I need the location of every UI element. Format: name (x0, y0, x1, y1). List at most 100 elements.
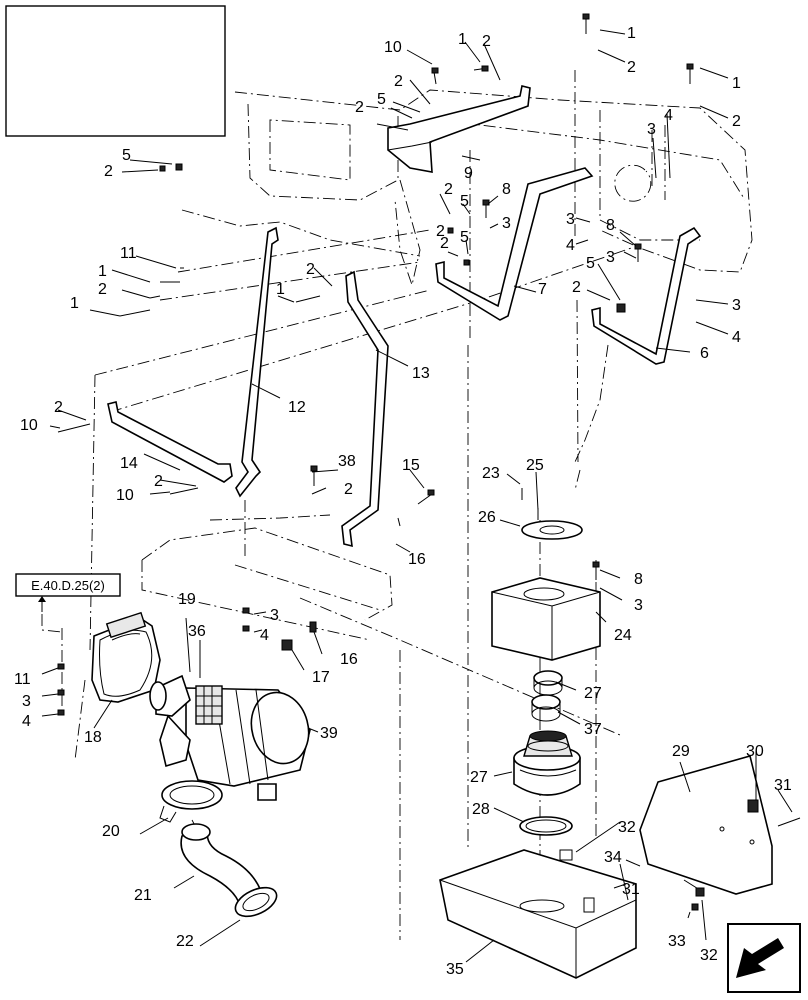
callout: 2 (355, 99, 364, 116)
callout: 2 (54, 399, 63, 416)
callout: 12 (288, 399, 306, 416)
callout: 4 (664, 107, 673, 124)
callout: 2 (482, 33, 491, 50)
callout: 2 (572, 279, 581, 296)
callout: 1 (70, 295, 79, 312)
callout: 11 (120, 245, 137, 262)
clamp-37 (531, 694, 561, 722)
callout: 39 (320, 725, 338, 742)
shroud-24 (491, 577, 601, 661)
strap-12 (235, 226, 279, 498)
gasket-28 (519, 816, 573, 836)
callout: 1 (627, 25, 636, 42)
callout: 34 (604, 849, 622, 866)
callout: 2 (444, 181, 453, 198)
title-box (5, 5, 226, 137)
direction-arrow-icon (727, 923, 801, 993)
callout-numbers: 1 2 10 1 2 2 5 2 1 2 3 4 2 9 5 2 2 5 8 3… (14, 25, 792, 978)
callout: 3 (566, 211, 575, 228)
callout: 32 (700, 947, 718, 964)
callout: 1 (732, 75, 741, 92)
strap-13 (341, 270, 389, 548)
callout: 38 (338, 453, 356, 470)
fasteners (57, 13, 801, 911)
callout: 10 (384, 39, 402, 56)
callout: 2 (344, 481, 353, 498)
callout: 2 (306, 261, 315, 278)
callout: 2 (627, 59, 636, 76)
callout: 2 (436, 223, 445, 240)
callout: 15 (402, 457, 420, 474)
callout: 19 (178, 591, 196, 608)
callout: 4 (566, 237, 575, 254)
callout: 4 (732, 329, 741, 346)
callout: 8 (634, 571, 643, 588)
callout: 2 (394, 73, 403, 90)
callout: 23 (482, 465, 500, 482)
callout: 37 (584, 721, 602, 738)
callout: 16 (340, 651, 358, 668)
callout: 29 (672, 743, 690, 760)
callout: 28 (472, 801, 490, 818)
callout: 16 (408, 551, 426, 568)
callout: 24 (614, 627, 632, 644)
bracket-7 (435, 167, 594, 321)
box-35 (439, 849, 637, 979)
callout: 32 (618, 819, 636, 836)
callout: 3 (732, 297, 741, 314)
bracket-14 (107, 401, 233, 483)
callout: 3 (647, 121, 656, 138)
callout: 25 (526, 457, 544, 474)
callout: 31 (774, 777, 792, 794)
callout: 1 (458, 31, 467, 48)
callout: 2 (98, 281, 107, 298)
callout: 33 (668, 933, 686, 950)
callout: 3 (270, 607, 279, 624)
callout: 2 (104, 163, 113, 180)
callout: 5 (122, 147, 131, 164)
callout: 5 (377, 91, 386, 108)
callout: 6 (700, 345, 709, 362)
callout: 31 (622, 881, 640, 898)
callout: 2 (440, 235, 449, 252)
callout: 2 (154, 473, 163, 490)
bracket-6 (591, 226, 702, 365)
callout: 5 (460, 193, 469, 210)
callout: 1 (98, 263, 107, 280)
callout: 27 (584, 685, 602, 702)
ring-26 (521, 520, 583, 540)
callout: 7 (538, 281, 547, 298)
callout: 27 (470, 769, 488, 786)
callout: 3 (606, 249, 615, 266)
callout: 13 (412, 365, 430, 382)
callout: 35 (446, 961, 464, 978)
precleaner-27 (513, 730, 581, 796)
callout: 10 (116, 487, 134, 504)
callout: 5 (586, 255, 595, 272)
callout: 14 (120, 455, 138, 472)
callout: 26 (478, 509, 496, 526)
callout: 2 (732, 113, 741, 130)
bracket-9 (387, 85, 531, 173)
callout: 22 (176, 933, 194, 950)
callout: 5 (460, 229, 469, 246)
callout: 9 (464, 165, 473, 182)
leader-lines (41, 29, 793, 963)
clamp-20 (159, 780, 223, 823)
callout: 4 (22, 713, 31, 730)
callout: 18 (84, 729, 102, 746)
callout: 30 (746, 743, 764, 760)
callout: 17 (312, 669, 330, 686)
shield-29 (639, 755, 773, 895)
reference-callout[interactable]: E.40.D.25(2) (15, 573, 121, 633)
callout: 3 (22, 693, 31, 710)
callout: 3 (502, 215, 511, 232)
callout: 11 (14, 671, 31, 688)
callout: 8 (502, 181, 511, 198)
reference-label[interactable]: E.40.D.25(2) (31, 578, 105, 593)
callout: 1 (276, 281, 285, 298)
clamp-22 (234, 886, 278, 918)
air-filter-39 (149, 674, 311, 801)
callout: 8 (606, 217, 615, 234)
